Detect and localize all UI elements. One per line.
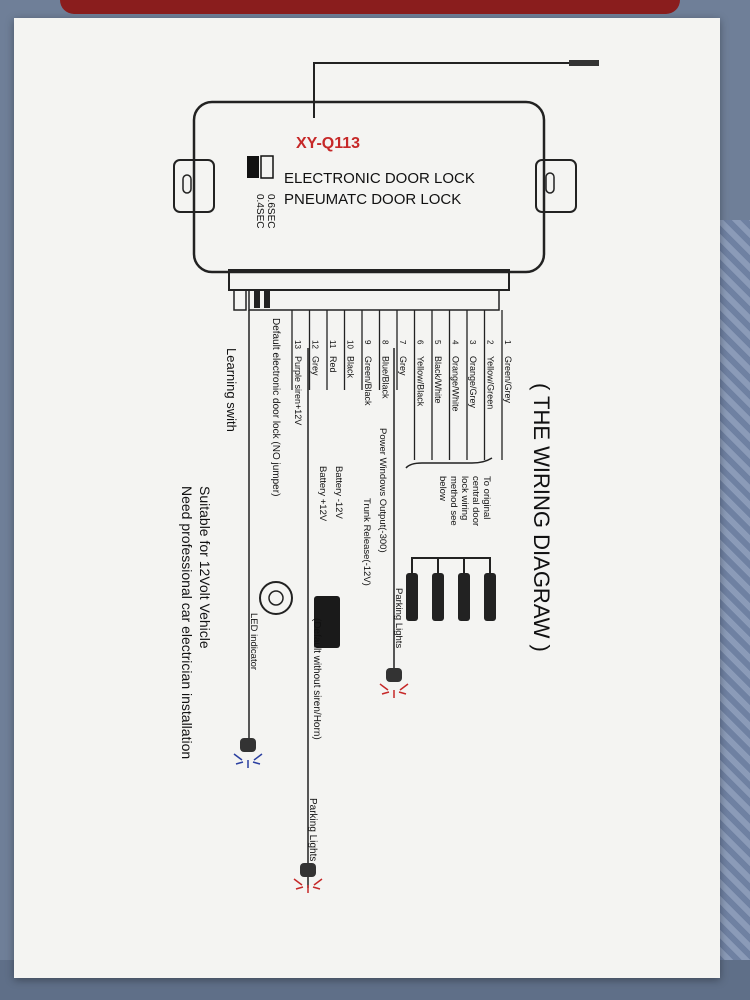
wire-number: 5 [433,340,442,345]
siren-note: (Default without siren/Horn) [311,618,322,740]
wire-color-label: Grey [398,356,408,376]
wire-color-label: Grey [311,356,321,376]
wire-color-label: Orange/Grey [468,356,478,409]
siren-core [268,590,284,606]
switch-label-1: 0.6SEC [265,194,276,228]
wire-color-label: Purple siren+12V [293,356,303,425]
wire-number: 4 [451,340,460,345]
antenna-tip [569,60,599,66]
installation-note: Need professional car electrician instal… [179,486,195,759]
wire-color-label: Yellow/Black [416,356,426,407]
wire-color-label: Red [328,356,338,373]
bulb-shape [300,863,316,877]
learning-switch-label: Learning swith [224,348,239,432]
central-lock-note-line: method see [448,476,459,526]
dip-switch-2 [260,155,274,179]
wire-number: 1 [503,340,512,345]
led-label: LED indicator [248,613,259,670]
trunk-release-label: Trunk Release(-12V) [361,498,372,586]
antenna-wire [313,62,599,118]
central-lock-note-line: To original [481,476,492,519]
actuator-4 [406,573,418,621]
wire-group-brace [405,457,493,469]
central-lock-note-line: central door [470,476,481,526]
wire-number: 13 [293,340,302,349]
wire-number: 7 [398,340,407,345]
mount-ear-right [535,159,577,213]
actuator-wiring [411,557,491,573]
bulb-glow [293,878,323,893]
jumper-pin [264,290,270,308]
switch-label-2: 0.4SEC [254,194,265,228]
learning-switch [233,289,247,311]
diagram-title: ( THE WIRING DIAGRAW ) [529,383,554,652]
wire-number: 10 [346,340,355,349]
mount-hole-left [182,174,192,194]
bulb-shape [386,668,402,682]
siren-icon [259,581,293,615]
parking-lights-label-2: Parking Lights [307,798,318,861]
relay-block [314,596,340,648]
control-module-box [192,100,546,274]
suitable-note: Suitable for 12Volt Vehicle [197,486,213,649]
wire-number: 6 [416,340,425,345]
wire-number: 9 [363,340,372,345]
parking-light-bulb-1 [379,668,409,698]
actuator-3 [432,573,444,621]
wiring-diagram: XY-Q113 ELECTRONIC DOOR LOCK PNEUMATC DO… [173,60,599,893]
wire-number: 3 [468,340,477,345]
wire-color-label: Green/Grey [503,356,513,404]
wire-number: 2 [486,340,495,345]
jumper-pin [254,290,260,308]
model-number: XY-Q113 [296,135,360,152]
central-lock-note: To original central door lock wiring met… [437,476,492,526]
mount-hole-right [545,172,555,194]
wire-connector-plug [248,289,500,311]
wire-color-label: Orange/White [451,356,461,412]
background-object [60,0,680,14]
default-lock-label: Default electronic door lock (NO jumper) [270,318,281,496]
door-lock-actuators [406,557,496,621]
parking-light-bulb-2 [293,863,323,893]
parking-lights-label-1: Parking Lights [393,588,404,648]
dip-switch [247,156,259,178]
device-line-1: ELECTRONIC DOOR LOCK [284,170,475,187]
battery-minus-label: Battery -12V [333,466,344,519]
wire-color-label: Green/Black [363,356,373,406]
led-glow [233,753,263,768]
central-lock-note-line: lock wiring [459,476,470,520]
led-indicator-icon [233,738,263,768]
power-windows-label: Power Windows Output(-300) [377,428,388,553]
wiring-diagram-sheet: XY-Q113 ELECTRONIC DOOR LOCK PNEUMATC DO… [14,18,720,978]
wire-number: 8 [381,340,390,345]
siren-horn [259,581,293,615]
wire-number: 11 [328,340,337,349]
battery-plus-label: Battery +12V [317,466,328,522]
wire-color-label: Black/White [433,356,443,404]
central-lock-note-line: below [437,476,448,501]
actuator-2 [458,573,470,621]
bulb-glow [379,683,409,698]
bulb-shape [240,738,256,752]
wire-color-label: Yellow/Green [486,356,496,409]
device-line-2: PNEUMATC DOOR LOCK [284,191,461,208]
actuator-1 [484,573,496,621]
wire-number: 12 [311,340,320,349]
wire-color-label: Black [346,356,356,379]
wire-color-label: Blue/Black [381,356,391,399]
